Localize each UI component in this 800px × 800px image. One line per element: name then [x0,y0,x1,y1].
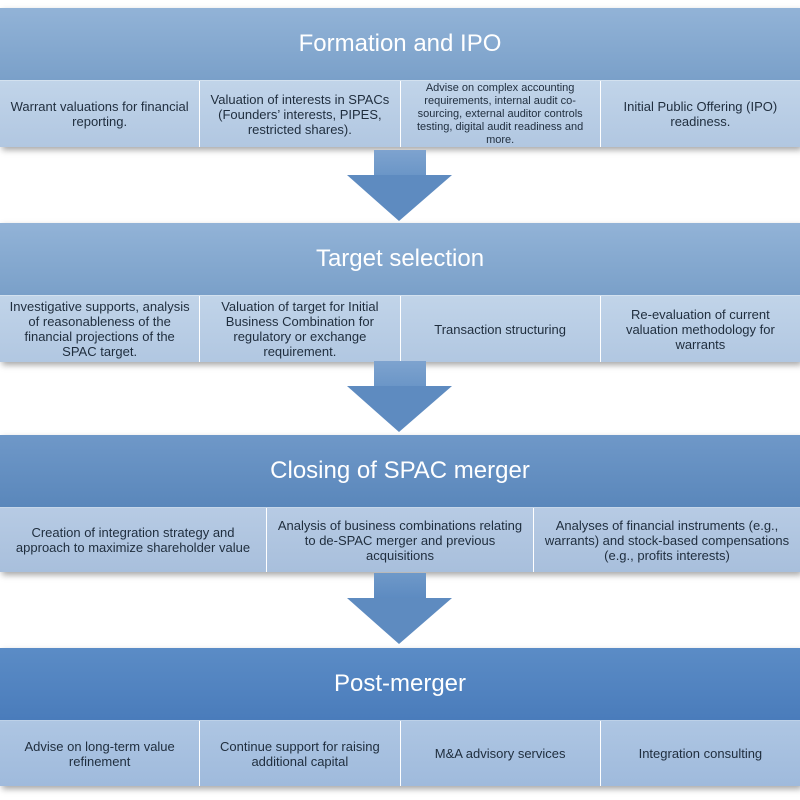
down-arrow-icon [347,361,452,432]
stage-formation-ipo: Formation and IPO Warrant valuations for… [0,8,800,147]
stage-item: Warrant valuations for financial reporti… [0,81,201,147]
stage-closing-spac-merger: Closing of SPAC merger Creation of integ… [0,435,800,572]
stage-item: Analysis of business combinations relati… [267,508,534,572]
stage-title: Closing of SPAC merger [0,435,800,508]
stage-item: Transaction structuring [401,296,601,362]
stage-item: Re-evaluation of current valuation metho… [625,306,775,352]
stage-items: Investigative supports, analysis of reas… [0,296,800,362]
stage-item: Analyses of financial instruments (e.g.,… [544,517,790,563]
stage-items: Warrant valuations for financial reporti… [0,81,800,147]
stage-item: Creation of integration strategy and app… [0,508,267,572]
stage-post-merger: Post-merger Advise on long-term value re… [0,648,800,786]
stage-item: Continue support for raising additional … [200,721,401,786]
stage-items: Advise on long-term value refinement Con… [0,721,800,786]
stage-items: Creation of integration strategy and app… [0,508,800,572]
stage-item: M&A advisory services [401,721,601,786]
stage-item: Valuation of interests in SPACs (Founder… [200,81,401,147]
stage-title: Formation and IPO [0,8,800,81]
stage-item: Advise on long-term value refinement [0,721,201,786]
down-arrow-icon [347,573,452,644]
stage-title: Post-merger [0,648,800,721]
stage-item: Advise on complex accounting requirement… [401,81,601,147]
down-arrow-icon [347,150,452,221]
stage-item: Investigative supports, analysis of reas… [0,296,201,362]
stage-target-selection: Target selection Investigative supports,… [0,223,800,362]
stage-item: Integration consulting [638,746,763,761]
stage-title: Target selection [0,223,800,296]
stage-item: Valuation of target for Initial Business… [200,296,401,362]
stage-item: Initial Public Offering (IPO) readiness. [623,99,778,129]
